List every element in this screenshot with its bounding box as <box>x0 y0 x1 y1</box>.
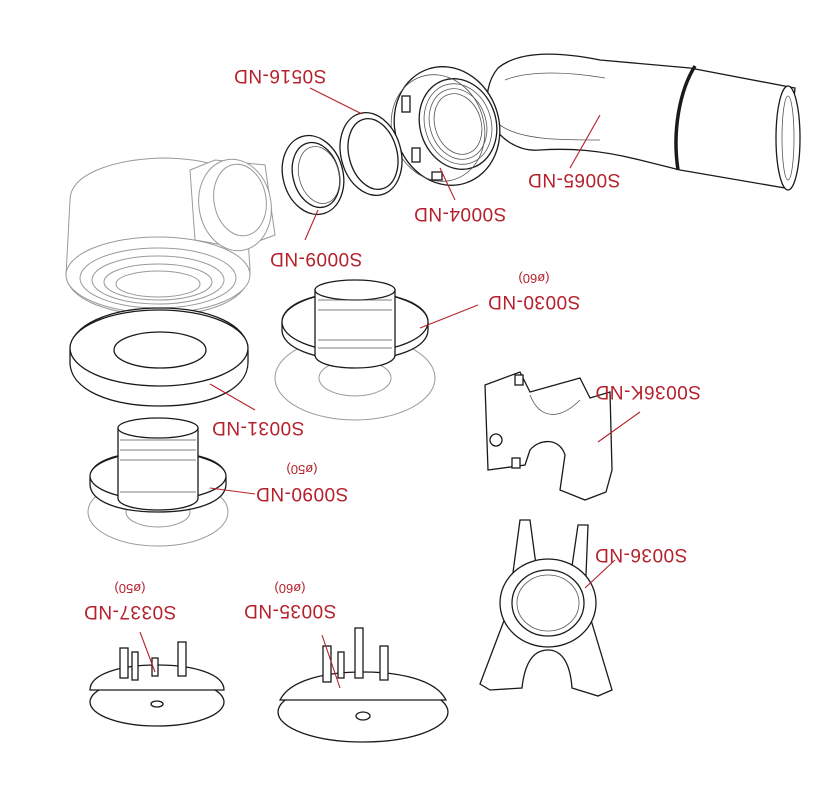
leader-lines <box>139 87 641 689</box>
label-s0035-diameter: (ø60) <box>274 581 305 596</box>
label-s0337-diameter: (ø50) <box>114 581 145 596</box>
part-stopper-s0337 <box>89 641 225 727</box>
label-s0337: S0337-ND <box>84 601 177 622</box>
part-stopper-s0035 <box>277 627 449 743</box>
leader-s0337 <box>139 631 156 673</box>
label-s0516: S0516-ND <box>234 65 327 86</box>
leader-s0004 <box>439 167 456 201</box>
part-labels: S0065-ND S0516-ND S0004-ND S0009-ND S003… <box>84 65 701 622</box>
part-ring-s0009 <box>281 134 345 216</box>
label-s0004: S0004-ND <box>414 203 507 224</box>
leader-s0065 <box>569 114 601 169</box>
leader-s0031 <box>209 383 256 411</box>
leader-s0036 <box>584 559 616 589</box>
part-trap-body <box>65 157 276 316</box>
label-s0036k: S0036K-ND <box>595 381 701 402</box>
leader-s0516 <box>309 87 363 115</box>
part-key-s0036k <box>484 371 613 501</box>
label-s0036: S0036-ND <box>595 544 688 565</box>
label-s0090-diameter: (ø50) <box>286 462 317 477</box>
label-s0030: S0030-ND <box>488 291 581 312</box>
label-s0035: S0035-ND <box>244 600 337 621</box>
label-s0009: S0009-ND <box>270 248 363 269</box>
part-washer-s0031 <box>69 307 249 407</box>
label-s0090: S0090-ND <box>256 483 349 504</box>
part-key-s0036 <box>479 519 613 697</box>
leader-s0036k <box>597 411 641 443</box>
part-tailpiece-s0090 <box>87 417 229 547</box>
part-elbow-pipe <box>486 53 801 191</box>
part-ring-s0516 <box>339 112 403 196</box>
leader-s0035 <box>321 634 341 689</box>
label-s0031: S0031-ND <box>212 417 305 438</box>
leader-s0009 <box>304 209 319 241</box>
label-s0030-diameter: (ø60) <box>518 271 549 286</box>
part-tailpiece-s0030 <box>274 279 436 421</box>
leader-s0090 <box>209 487 256 495</box>
part-slotted-nut <box>390 66 501 186</box>
leader-s0030 <box>419 304 479 329</box>
label-s0065: S0065-ND <box>528 169 621 190</box>
